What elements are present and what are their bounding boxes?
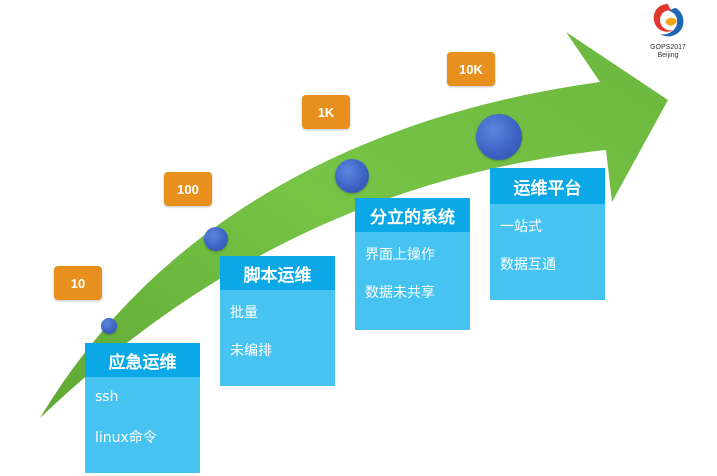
stage-2-dot — [204, 227, 228, 251]
stage-2-body: 批量 未编排 — [220, 290, 335, 386]
stage-2-item-2: 未编排 — [230, 343, 272, 359]
stage-1-dot — [101, 318, 117, 334]
stage-4-body: 一站式 数据互通 — [490, 204, 605, 300]
logo-text-line1: GOPS2017 — [650, 44, 686, 51]
stage-2-card: 脚本运维 批量 未编排 — [220, 256, 335, 386]
stage-3-item-1: 界面上操作 — [365, 247, 435, 263]
stage-2-title: 脚本运维 — [220, 256, 335, 290]
stage-1-item-2: linux命令 — [95, 430, 157, 446]
stage-4-item-1: 一站式 — [500, 219, 542, 235]
stage-4-item-2: 数据互通 — [500, 257, 556, 273]
gops-swirl-icon — [653, 4, 684, 37]
stage-3-dot — [335, 159, 369, 193]
logo-text-line2: Beijing — [657, 52, 679, 59]
stage-1-badge: 10 — [54, 266, 102, 300]
stage-4-badge: 10K — [447, 52, 495, 86]
stage-1-item-1: ssh — [95, 389, 119, 405]
stage-3-body: 界面上操作 数据未共享 — [355, 232, 470, 330]
stage-1-body: ssh linux命令 — [85, 377, 200, 473]
gops-logo: GOPS2017 Beijing — [636, 0, 700, 70]
stage-3-card: 分立的系统 界面上操作 数据未共享 — [355, 198, 470, 330]
stage-1-card: 应急运维 ssh linux命令 — [85, 343, 200, 473]
stage-3-title: 分立的系统 — [355, 198, 470, 232]
stage-4-card: 运维平台 一站式 数据互通 — [490, 168, 605, 300]
stage-2-item-1: 批量 — [230, 305, 258, 321]
stage-4-title: 运维平台 — [490, 168, 605, 204]
stage-2-badge: 100 — [164, 172, 212, 206]
stage-4-dot — [476, 114, 522, 160]
stage-3-badge: 1K — [302, 95, 350, 129]
stage-1-title: 应急运维 — [85, 343, 200, 377]
stage-3-item-2: 数据未共享 — [365, 285, 435, 301]
